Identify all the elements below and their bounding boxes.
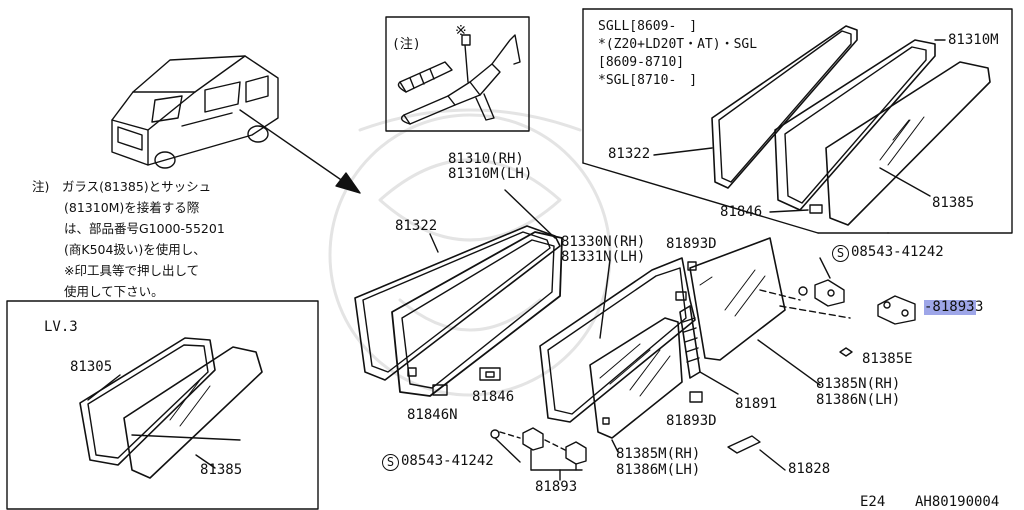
tool-note-label: (注) xyxy=(392,37,421,52)
pointer-arrow-head xyxy=(335,172,361,194)
lv3-inset-frame xyxy=(6,300,319,510)
part-label: 81828 xyxy=(788,461,831,477)
screw-symbol: S xyxy=(832,245,849,262)
part-label: 81331N(LH) xyxy=(561,249,646,265)
part-label: 81385E xyxy=(862,351,913,367)
van-illustration xyxy=(111,55,279,169)
note-line: は、部品番号G1000-55201 xyxy=(64,221,225,236)
diagram-reference: AH80190004 xyxy=(915,494,1000,510)
part-label: 81846 xyxy=(720,204,763,220)
screw-symbol: S xyxy=(382,454,399,471)
note-line: ※印工具等で押し出して xyxy=(64,263,200,278)
sgl-sash xyxy=(774,39,936,211)
tool-inset-frame xyxy=(385,16,530,132)
sgl-spec-line: SGLL[8609- ] xyxy=(598,19,698,34)
part-label-suffix: 3 xyxy=(975,299,984,315)
frame-81330n xyxy=(539,257,696,423)
hinge-81893 xyxy=(490,427,587,465)
note-line: (商K504扱い)を使用し、 xyxy=(64,242,206,257)
highlighted-part-label[interactable]: -81893 xyxy=(924,299,976,315)
diagram-code: E24 xyxy=(860,494,886,510)
part-label: 81322 xyxy=(395,218,438,234)
part-label: 81330N(RH) xyxy=(561,234,646,250)
channel-81891 xyxy=(679,305,701,379)
part-label: 81846 xyxy=(472,389,515,405)
part-label: 81310M(LH) xyxy=(448,166,533,182)
screw-part-number: 08543-41242 xyxy=(851,244,944,260)
glass-81385n xyxy=(689,237,786,361)
lv3-glass xyxy=(123,346,263,479)
part-label: 81386M(LH) xyxy=(616,462,701,478)
note-line: (81310M)を接着する際 xyxy=(64,200,200,215)
sash-81310 xyxy=(391,231,563,397)
part-label: 81893 xyxy=(535,479,578,495)
note-line: 注) ガラス(81385)とサッシュ xyxy=(32,179,212,194)
part-label: 81846N xyxy=(407,407,458,423)
part-label: 81893D xyxy=(666,236,717,252)
lv3-title: LV.3 xyxy=(44,319,78,335)
part-label: 81385 xyxy=(932,195,975,211)
sgl-inset-frame xyxy=(582,8,1013,234)
glass-81385m xyxy=(589,317,683,439)
latch-81893 xyxy=(759,279,916,325)
part-label: 81891 xyxy=(735,396,778,412)
part-label: 81385 xyxy=(200,462,243,478)
glass-bonding-note: 注) ガラス(81385)とサッシュ (81310M)を接着する際 は、部品番号… xyxy=(32,176,225,302)
tool-mark: ※ xyxy=(455,23,467,39)
sgl-spec-line: *SGL[8710- ] xyxy=(598,73,698,88)
pointer-arrow-line xyxy=(239,109,351,187)
part-label: 81386N(LH) xyxy=(816,392,901,408)
watermark xyxy=(328,108,612,397)
part-label: 81893D xyxy=(666,413,717,429)
caulking-tool xyxy=(397,34,521,125)
note-line: 使用して下さい。 xyxy=(64,284,164,299)
sgl-glass xyxy=(825,61,991,226)
sgl-spec-line: *(Z20+LD20T・AT)・SGL xyxy=(598,37,758,52)
deflector-81828 xyxy=(727,435,761,454)
part-label: 81322 xyxy=(608,146,651,162)
part-label: 81310(RH) xyxy=(448,151,524,167)
lv3-weatherstrip xyxy=(79,337,216,466)
sgl-weatherstrip xyxy=(711,25,858,189)
screw-part-number: 08543-41242 xyxy=(401,453,494,469)
sgl-spec-line: [8609-8710] xyxy=(598,55,685,70)
part-label: 81385N(RH) xyxy=(816,376,901,392)
part-label: 81305 xyxy=(70,359,113,375)
part-label: 81310M xyxy=(948,32,999,48)
weatherstrip-81322 xyxy=(354,225,561,381)
part-label: 81385M(RH) xyxy=(616,446,701,462)
